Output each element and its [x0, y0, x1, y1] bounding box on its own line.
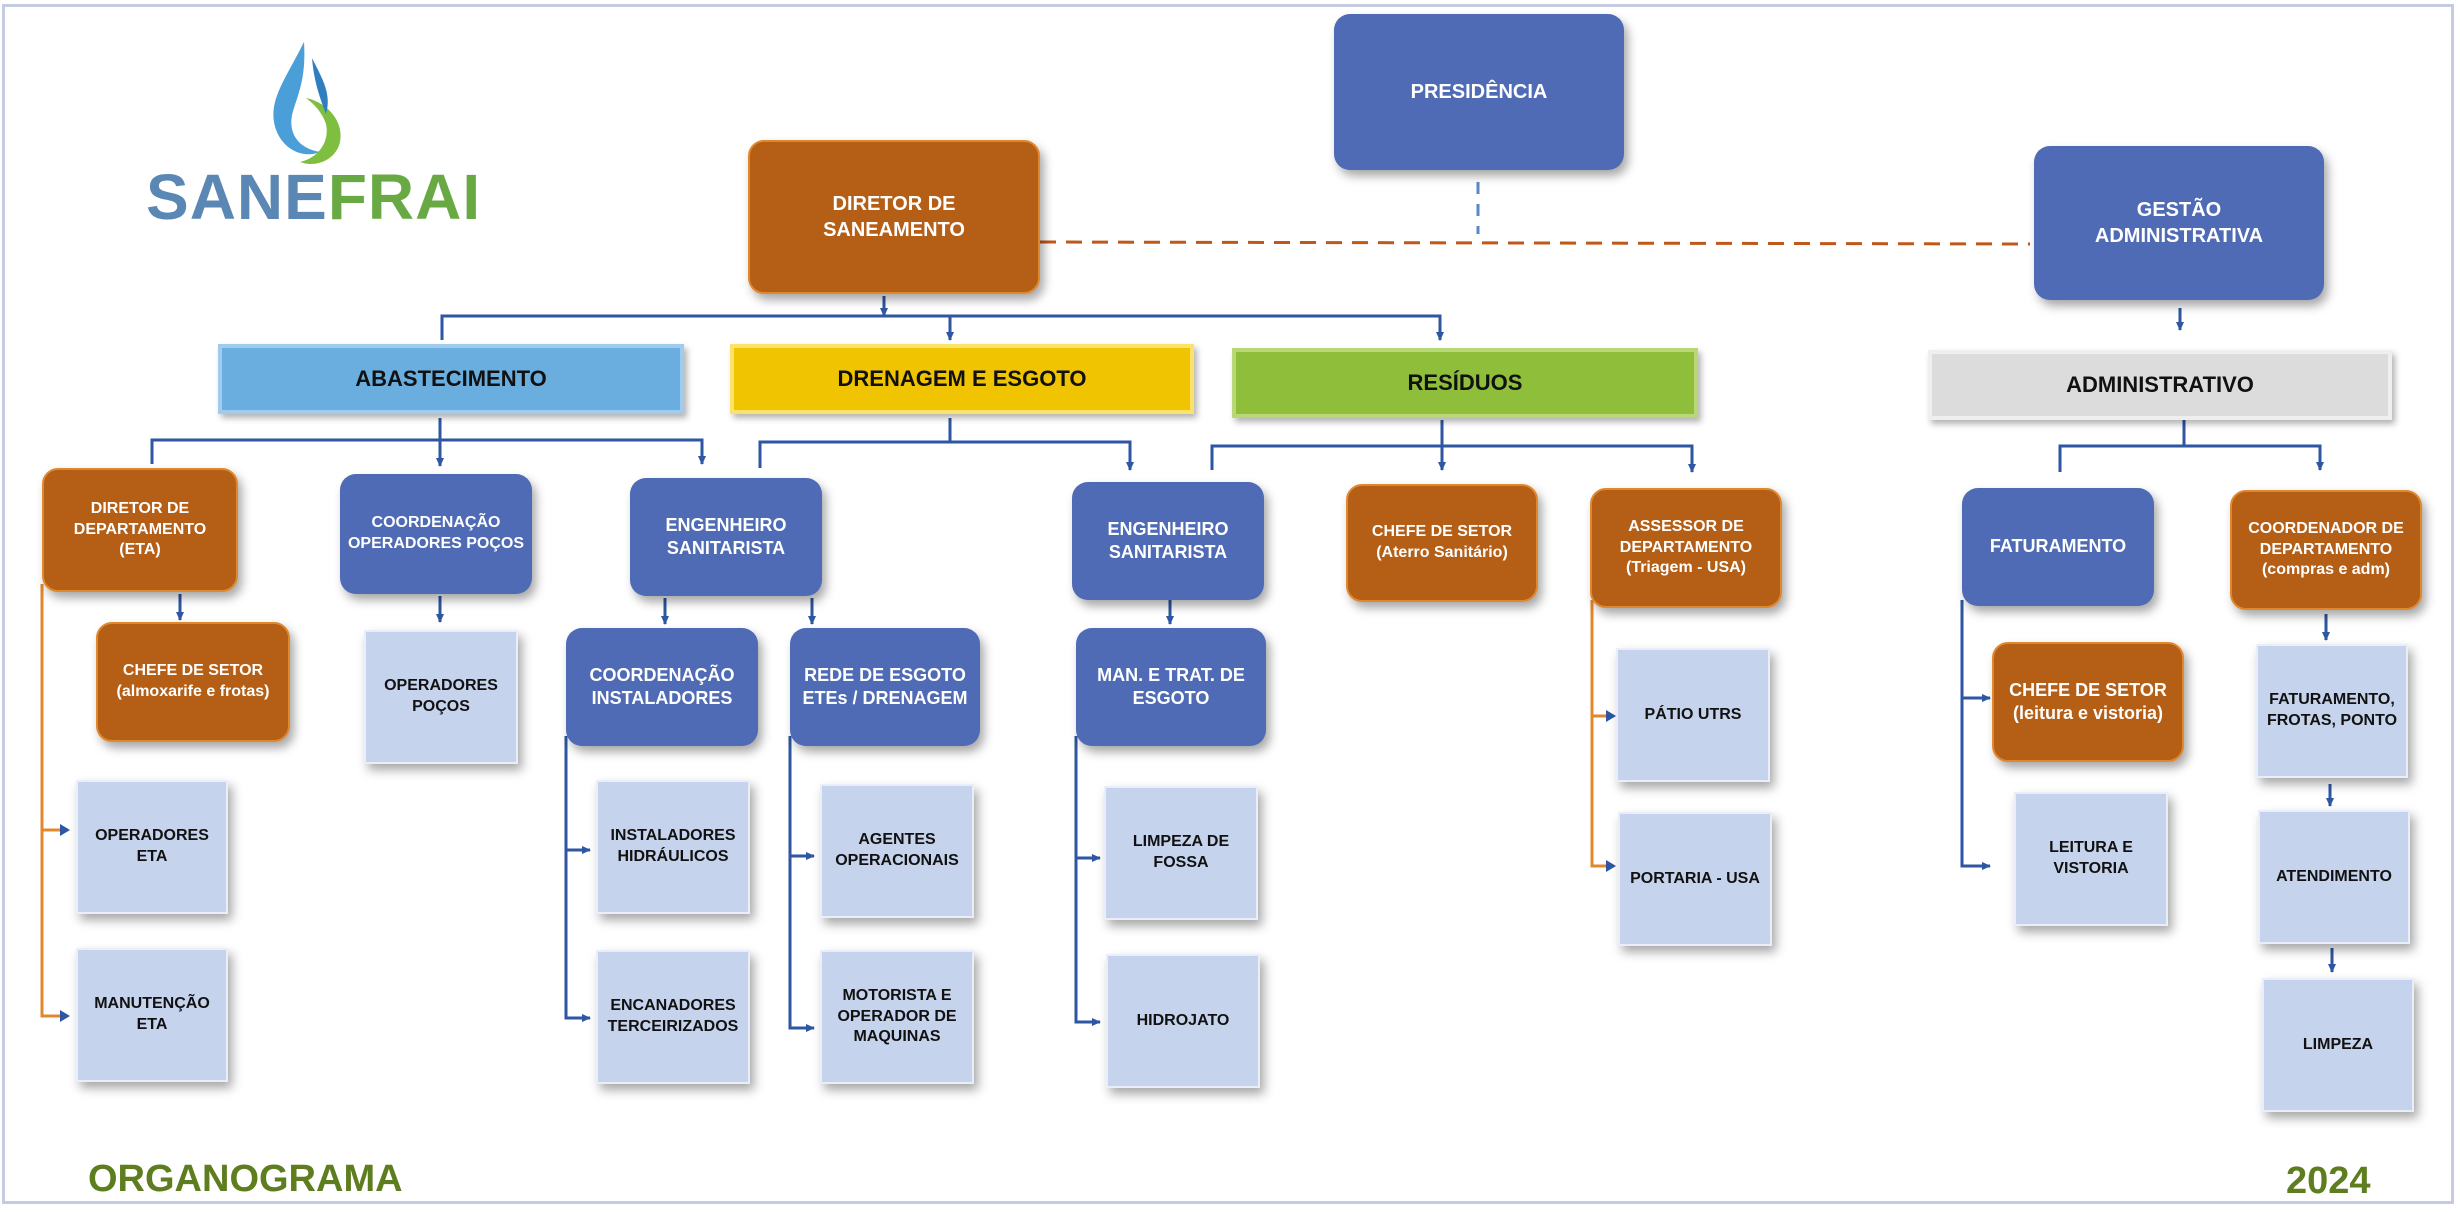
- page-frame: [2, 4, 2454, 1204]
- node-atendimento: ATENDIMENTO: [2258, 810, 2410, 944]
- node-faturamento-frotas: FATURAMENTO, FROTAS, PONTO: [2256, 644, 2408, 778]
- node-eng-sanitarista-2: ENGENHEIRO SANITARISTA: [1072, 482, 1264, 600]
- node-chefe-almoxarife: CHEFE DE SETOR (almoxarife e frotas): [96, 622, 290, 742]
- node-eng-sanitarista-1: ENGENHEIRO SANITARISTA: [630, 478, 822, 596]
- logo-wordmark: SANEFRAI: [146, 160, 481, 234]
- logo-part-2: FRAI: [327, 161, 482, 233]
- logo-part-1: SANE: [146, 161, 328, 233]
- band-drenagem-esgoto: DRENAGEM E ESGOTO: [730, 344, 1194, 414]
- node-chefe-leitura: CHEFE DE SETOR (leitura e vistoria): [1992, 642, 2184, 762]
- node-limpeza-fossa: LIMPEZA DE FOSSA: [1104, 786, 1258, 920]
- node-limpeza: LIMPEZA: [2262, 978, 2414, 1112]
- node-coord-compras: COORDENADOR DE DEPARTAMENTO (compras e a…: [2230, 490, 2422, 610]
- node-gestao-administrativa: GESTÃO ADMINISTRATIVA: [2034, 146, 2324, 300]
- footer-year: 2024: [2286, 1160, 2371, 1202]
- node-coord-operadores-pocos: COORDENAÇÃO OPERADORES POÇOS: [340, 474, 532, 594]
- node-man-trat-esgoto: MAN. E TRAT. DE ESGOTO: [1076, 628, 1266, 746]
- water-drop-icon: [273, 42, 341, 164]
- node-manutencao-eta: MANUTENÇÃO ETA: [76, 948, 228, 1082]
- node-assessor-triagem: ASSESSOR DE DEPARTAMENTO (Triagem - USA): [1590, 488, 1782, 608]
- node-coord-instaladores: COORDENAÇÃO INSTALADORES: [566, 628, 758, 746]
- node-chefe-aterro: CHEFE DE SETOR (Aterro Sanitário): [1346, 484, 1538, 602]
- node-faturamento: FATURAMENTO: [1962, 488, 2154, 606]
- node-hidrojato: HIDROJATO: [1106, 954, 1260, 1088]
- band-residuos: RESÍDUOS: [1232, 348, 1698, 418]
- node-diretor-departamento-eta: DIRETOR DE DEPARTAMENTO (ETA): [42, 468, 238, 592]
- node-instaladores-hidraulicos: INSTALADORES HIDRÁULICOS: [596, 780, 750, 914]
- node-rede-esgoto: REDE DE ESGOTO ETEs / DRENAGEM: [790, 628, 980, 746]
- node-operadores-pocos: OPERADORES POÇOS: [364, 630, 518, 764]
- node-presidencia: PRESIDÊNCIA: [1334, 14, 1624, 170]
- band-abastecimento: ABASTECIMENTO: [218, 344, 684, 414]
- footer-title: ORGANOGRAMA: [88, 1158, 403, 1200]
- node-diretor-saneamento: DIRETOR DE SANEAMENTO: [748, 140, 1040, 294]
- node-portaria-usa: PORTARIA - USA: [1618, 812, 1772, 946]
- node-agentes-operacionais: AGENTES OPERACIONAIS: [820, 784, 974, 918]
- node-encanadores: ENCANADORES TERCEIRIZADOS: [596, 950, 750, 1084]
- node-motorista: MOTORISTA E OPERADOR DE MAQUINAS: [820, 950, 974, 1084]
- band-administrativo: ADMINISTRATIVO: [1928, 350, 2392, 420]
- node-leitura-vistoria: LEITURA E VISTORIA: [2014, 792, 2168, 926]
- node-operadores-eta: OPERADORES ETA: [76, 780, 228, 914]
- node-patio-utrs: PÁTIO UTRS: [1616, 648, 1770, 782]
